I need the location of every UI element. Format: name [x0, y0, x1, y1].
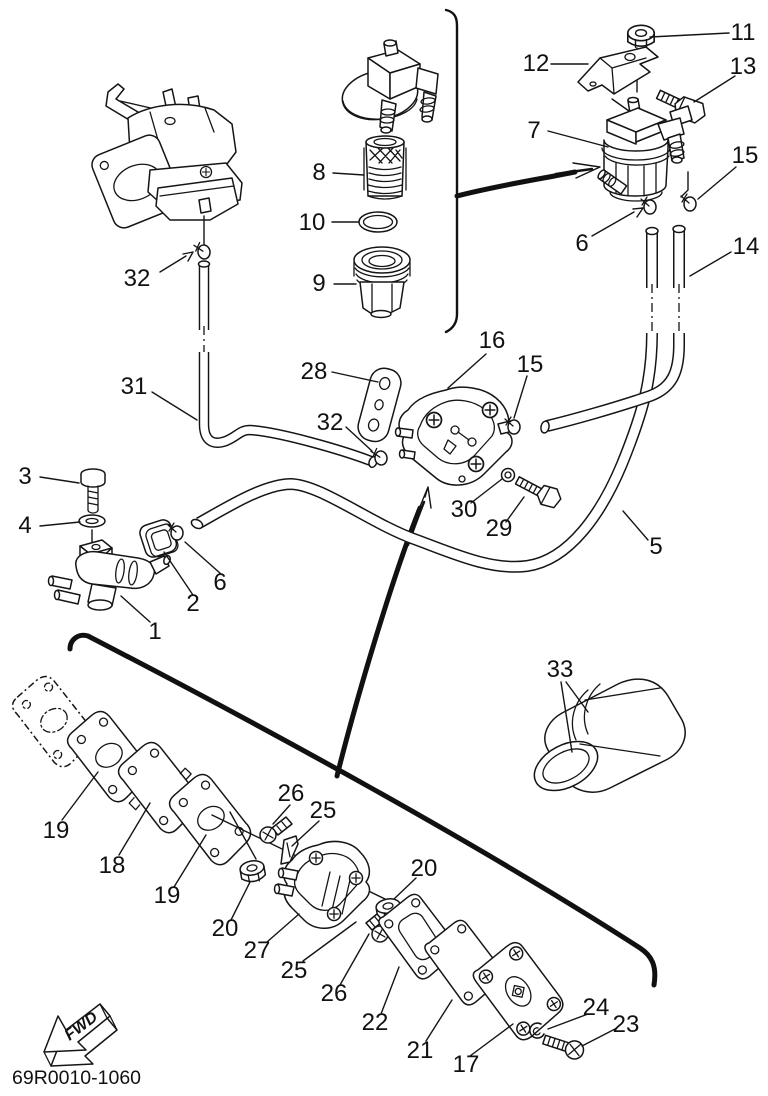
- fuel-cock-drawing: [341, 39, 439, 134]
- diagram-code: 69R0010-1060: [12, 1067, 141, 1089]
- part-label-30: 30: [451, 496, 478, 523]
- screw-23-drawing: [542, 1034, 585, 1060]
- nut-11-drawing: [626, 24, 656, 49]
- part-label-26-a: 26: [278, 780, 305, 807]
- o-ring-drawing: [358, 211, 398, 233]
- fuel-pump-drawing: [369, 386, 521, 486]
- part-label-13: 13: [730, 53, 757, 80]
- part-label-33: 33: [547, 656, 574, 683]
- filter-pointer-arrow: [454, 162, 601, 199]
- part-label-12: 12: [523, 50, 550, 77]
- part-label-9: 9: [312, 270, 325, 297]
- nut-20a-drawing: [238, 858, 267, 885]
- callout-leader-lines: [39, 32, 737, 1057]
- part-label-29: 29: [486, 515, 513, 542]
- intake-duct-drawing: [533, 678, 686, 793]
- part-label-11: 11: [731, 19, 756, 46]
- part-label-14: 14: [733, 233, 760, 260]
- part-label-4: 4: [18, 512, 31, 539]
- part-label-7: 7: [527, 117, 540, 144]
- bolt-3-drawing: [80, 468, 106, 514]
- c-washer-24-drawing: [529, 1022, 545, 1039]
- part-label-31: 31: [121, 373, 148, 400]
- fuel-joint-drawing: [47, 539, 171, 611]
- fwd-direction-arrow: FWD: [43, 1003, 118, 1067]
- part-label-28: 28: [301, 358, 328, 385]
- part-label-20-a: 20: [212, 915, 239, 942]
- washer-30-drawing: [500, 467, 516, 483]
- filter-element-drawing: [363, 135, 407, 200]
- part-label-26-b: 26: [321, 980, 348, 1007]
- part-label-22: 22: [362, 1009, 389, 1036]
- bolt-29-drawing: [514, 476, 562, 509]
- part-label-1: 1: [148, 618, 161, 645]
- part-label-8: 8: [312, 159, 325, 186]
- part-label-19-a: 19: [43, 817, 70, 844]
- part-label-6-filter: 6: [575, 230, 588, 257]
- fuel-hose-31: [197, 260, 378, 469]
- part-label-6-joint: 6: [213, 569, 226, 596]
- lower-section-sweep-line: [67, 632, 658, 988]
- screw-26a-drawing: [259, 816, 293, 844]
- section-divider-line: [444, 8, 459, 334]
- part-label-18: 18: [99, 852, 126, 879]
- part-label-5: 5: [649, 533, 662, 560]
- part-label-24: 24: [583, 994, 610, 1021]
- part-label-10: 10: [299, 209, 326, 236]
- seal-2-drawing: [139, 519, 179, 558]
- part-label-32-carb: 32: [124, 265, 151, 292]
- filter-cup-drawing: [353, 246, 411, 319]
- pump-gasket-28-drawing: [357, 367, 402, 443]
- part-label-15-filter: 15: [732, 142, 759, 169]
- part-label-17: 17: [453, 1051, 480, 1078]
- carburetor-drawing: [91, 83, 243, 261]
- pump-plate-stack: [374, 888, 569, 1045]
- check-valve-25a-drawing: [280, 835, 299, 865]
- part-label-19-b: 19: [154, 882, 181, 909]
- part-label-2: 2: [186, 590, 199, 617]
- fuel-filter-drawing: [597, 96, 697, 215]
- part-label-15-pump: 15: [517, 351, 544, 378]
- washer-4-drawing: [78, 514, 106, 528]
- pump-body-27-drawing: [273, 840, 371, 929]
- part-label-20-b: 20: [411, 855, 438, 882]
- fuel-pipe-pair-14: [190, 224, 686, 573]
- part-label-3: 3: [18, 463, 31, 490]
- part-label-16: 16: [479, 327, 506, 354]
- part-label-21: 21: [407, 1037, 434, 1064]
- part-label-23: 23: [613, 1011, 640, 1038]
- bracket-12-drawing: [577, 46, 659, 95]
- part-label-25-a: 25: [310, 797, 337, 824]
- part-label-25-b: 25: [281, 957, 308, 984]
- part-label-32-pump: 32: [317, 409, 344, 436]
- part-label-27: 27: [244, 937, 271, 964]
